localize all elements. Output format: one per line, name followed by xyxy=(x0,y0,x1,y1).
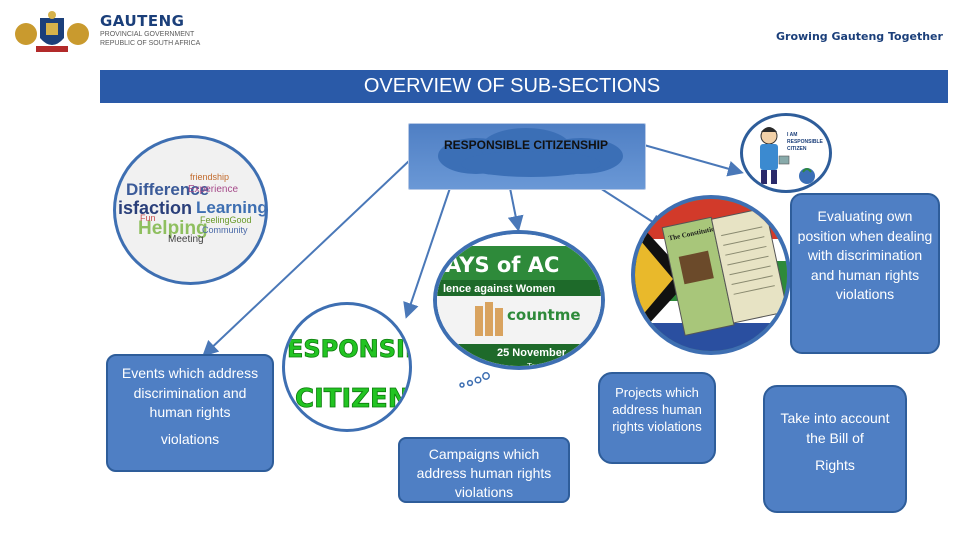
word-cloud-word: Experience xyxy=(188,184,238,195)
projects-node: Projects which address human rights viol… xyxy=(598,372,716,464)
bill-node-text: Take into account the Bill of xyxy=(780,410,890,446)
logo-subtitle: PROVINCIAL GOVERNMENT xyxy=(100,31,195,38)
dotted-connector xyxy=(459,372,490,388)
cloud-icon xyxy=(438,128,623,177)
word-cloud-word: friendship xyxy=(190,172,229,182)
events-node-text-2: violations xyxy=(160,430,220,447)
constitution-image: The Constitution xyxy=(631,195,791,355)
responsible-citizens-graphic: ESPONSIBL CITIZENS xyxy=(287,335,412,415)
word-cloud-word: Helping xyxy=(138,218,208,239)
events-node-text: Events which address discrimination and … xyxy=(121,365,259,420)
arrow-to-events xyxy=(202,159,411,357)
word-cloud-word: FeelingGood xyxy=(200,215,252,225)
word-cloud-word: Difference xyxy=(126,180,209,199)
bill-node-text-2: Rights xyxy=(815,457,855,473)
title-bar: OVERVIEW OF SUB-SECTIONS xyxy=(100,70,948,103)
word-cloud-word: Community xyxy=(202,225,248,235)
arrow-to-campaigns xyxy=(507,187,524,232)
word-cloud-word: Fun xyxy=(140,213,156,223)
word-cloud-word: isfaction xyxy=(118,198,192,218)
banner-date: 25 November - xyxy=(497,347,573,359)
word-cloud-word: Learning xyxy=(196,198,268,217)
campaigns-node: Campaigns which address human rights vio… xyxy=(398,437,570,503)
campaigns-node-text: Campaigns which address human rights vio… xyxy=(416,446,552,500)
slide-title: OVERVIEW OF SUB-SECTIONS xyxy=(363,75,661,97)
cartoon-caption-2: RESPONSIBLE xyxy=(787,139,824,145)
banner-countme: countme xyxy=(507,306,581,324)
word-cloud-word: Meeting xyxy=(168,234,204,245)
responsible-citizen-cartoon: I AM RESPONSIBLE CITIZEN xyxy=(740,113,832,193)
slogan: Growing Gauteng Together xyxy=(776,30,943,43)
cartoon-caption-1: I AM xyxy=(787,132,797,138)
evaluating-node: Evaluating own position when dealing wit… xyxy=(790,193,940,354)
banner-subheading: lence against Women xyxy=(443,283,556,295)
logo-subtitle-2: REPUBLIC OF SOUTH AFRICA xyxy=(100,40,201,47)
word-cloud-image: Difference isfaction Learning Helping Me… xyxy=(113,135,268,285)
bill-of-rights-node: Take into account the Bill of Rights xyxy=(763,385,907,513)
cartoon-caption-3: CITIZEN xyxy=(787,146,807,152)
banner-heading: AYS of AC xyxy=(445,253,559,277)
arrow-to-citizens xyxy=(403,187,451,319)
gauteng-crest-icon xyxy=(12,10,92,54)
constitution-graphic: The Constitution xyxy=(635,199,787,351)
logo-name: GAUTENG xyxy=(100,12,185,30)
cartoon-graphic: I AM RESPONSIBLE CITIZEN xyxy=(760,127,824,184)
events-node: Events which address discrimination and … xyxy=(106,354,274,472)
citizens-word-top: ESPONSIBL xyxy=(287,335,412,363)
projects-node-text: Projects which address human rights viol… xyxy=(612,385,702,434)
citizens-word-bottom: CITIZENS xyxy=(295,384,412,414)
evaluating-node-text: Evaluating own position when dealing wit… xyxy=(797,208,933,303)
responsible-citizens-image: ESPONSIBL CITIZENS xyxy=(282,302,412,432)
days-of-activism-image: AYS of AC lence against Women countme 25… xyxy=(433,230,605,370)
arrow-to-cartoon xyxy=(643,144,744,177)
center-node-label: RESPONSIBLE CITIZENSHIP xyxy=(443,138,609,152)
word-cloud-graphic: Difference isfaction Learning Helping Me… xyxy=(118,172,268,245)
